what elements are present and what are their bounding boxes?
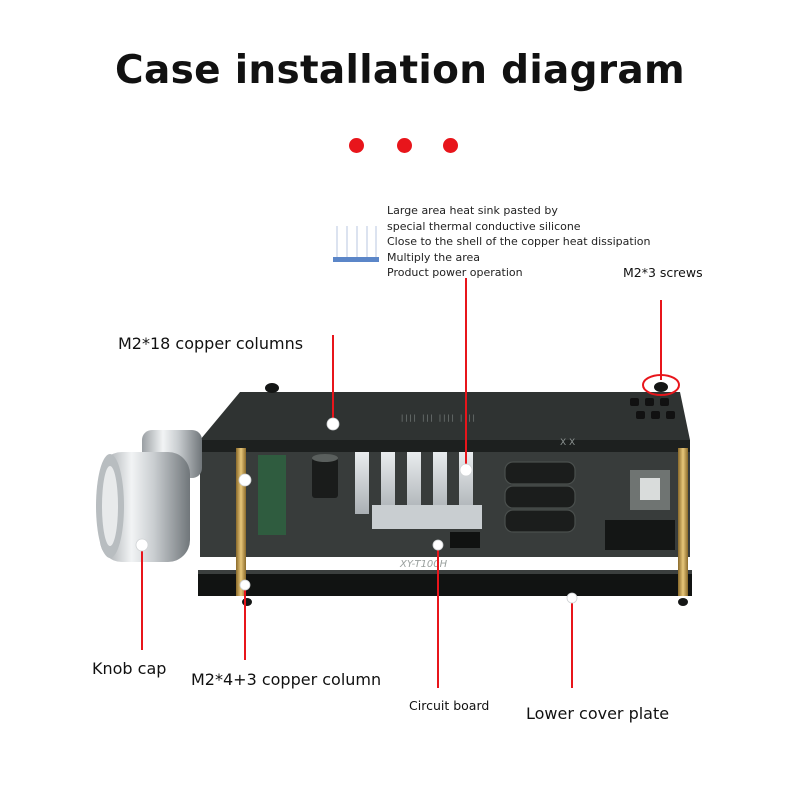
lower-cover-plate xyxy=(198,570,692,596)
label-circuit-board: Circuit board xyxy=(409,698,490,713)
decor-dot xyxy=(397,138,412,153)
callout-dot xyxy=(239,579,251,591)
heatsink-note: Large area heat sink pasted by special t… xyxy=(387,203,650,281)
svg-text:X X: X X xyxy=(560,438,575,448)
note-line: Large area heat sink pasted by xyxy=(387,204,558,217)
top-screw xyxy=(265,383,279,393)
label-knob-cap: Knob cap xyxy=(92,659,167,678)
callout-dot xyxy=(432,539,444,551)
diagram-title: Case installation diagram xyxy=(115,48,685,93)
callout-dot xyxy=(459,463,473,477)
top-screw xyxy=(654,382,668,392)
decor-dot xyxy=(349,138,364,153)
board-silk-text: XY-T100H xyxy=(399,559,448,570)
label-m2x3-screws: M2*3 screws xyxy=(623,265,703,280)
copper-column-left xyxy=(236,448,246,596)
heatsink-icon xyxy=(333,226,379,262)
note-line: Multiply the area xyxy=(387,250,481,264)
knob-cap xyxy=(96,430,202,562)
copper-column-right xyxy=(678,448,688,596)
note-line: special thermal conductive silicone xyxy=(387,219,581,233)
callout-dot xyxy=(135,538,149,552)
label-m2x18-columns: M2*18 copper columns xyxy=(118,334,304,353)
label-m2x4-3-column: M2*4+3 copper column xyxy=(191,670,382,689)
note-line: Close to the shell of the copper heat di… xyxy=(387,235,651,248)
callout-dot xyxy=(238,473,252,487)
svg-text:|||| ||| |||| ||||: |||| ||| |||| |||| xyxy=(400,414,476,422)
decor-dot xyxy=(443,138,458,153)
callout-dot xyxy=(566,592,578,604)
label-lower-cover-plate: Lower cover plate xyxy=(526,704,670,723)
note-line: Product power operation xyxy=(387,266,523,279)
top-cover-plate: |||| ||| |||| |||| X X xyxy=(200,392,690,452)
callout-dot xyxy=(326,417,340,431)
